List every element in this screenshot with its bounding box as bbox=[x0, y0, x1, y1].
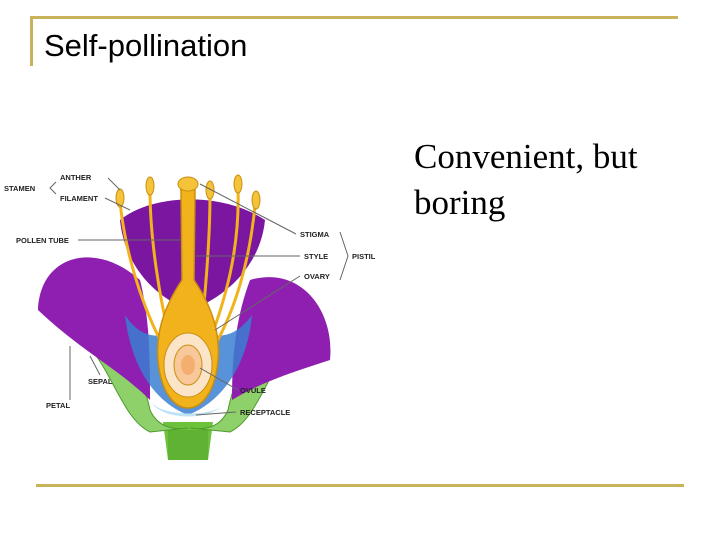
label-anther: ANTHER bbox=[60, 173, 92, 182]
label-stamen: STAMEN bbox=[4, 184, 35, 193]
label-receptacle: RECEPTACLE bbox=[240, 408, 290, 417]
label-sepal: SEPAL bbox=[88, 377, 113, 386]
stem-base bbox=[168, 430, 208, 460]
ovule-core bbox=[181, 355, 195, 375]
label-petal: PETAL bbox=[46, 401, 70, 410]
bottom-accent-rule bbox=[36, 484, 684, 487]
stamen-bracket bbox=[50, 182, 56, 194]
label-ovary: OVARY bbox=[304, 272, 330, 281]
slide-body-text: Convenient, but boring bbox=[414, 134, 704, 226]
label-ovule: OVULE bbox=[240, 386, 266, 395]
flower-anatomy-diagram: ANTHER STAMEN FILAMENT POLLEN TUBE STIGM… bbox=[0, 160, 400, 480]
pistil-bracket bbox=[340, 232, 348, 280]
left-accent-rule bbox=[30, 16, 33, 66]
label-pollen-tube: POLLEN TUBE bbox=[16, 236, 69, 245]
top-accent-rule bbox=[30, 16, 678, 19]
label-style: STYLE bbox=[304, 252, 328, 261]
slide-title: Self-pollination bbox=[44, 28, 247, 64]
stigma bbox=[178, 177, 198, 191]
label-stigma: STIGMA bbox=[300, 230, 330, 239]
label-filament: FILAMENT bbox=[60, 194, 98, 203]
label-pistil: PISTIL bbox=[352, 252, 376, 261]
